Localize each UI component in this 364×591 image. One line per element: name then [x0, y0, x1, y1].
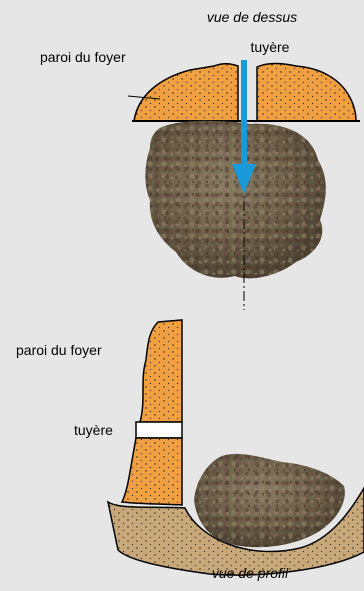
top-view-caption: vue de dessus — [207, 9, 297, 25]
side-furnace-wall-lower — [122, 438, 182, 505]
side-furnace-wall-upper — [140, 320, 182, 422]
side-view-caption: vue de profil — [212, 565, 289, 581]
side-tuyere-label: tuyère — [74, 422, 113, 438]
top-wall-label: paroi du foyer — [40, 49, 126, 65]
slag-top-view — [145, 121, 325, 279]
side-wall-label: paroi du foyer — [16, 342, 102, 358]
top-tuyere-label: tuyère — [251, 39, 290, 55]
slag-side-view — [194, 454, 345, 547]
side-tuyere-opening — [136, 422, 182, 438]
